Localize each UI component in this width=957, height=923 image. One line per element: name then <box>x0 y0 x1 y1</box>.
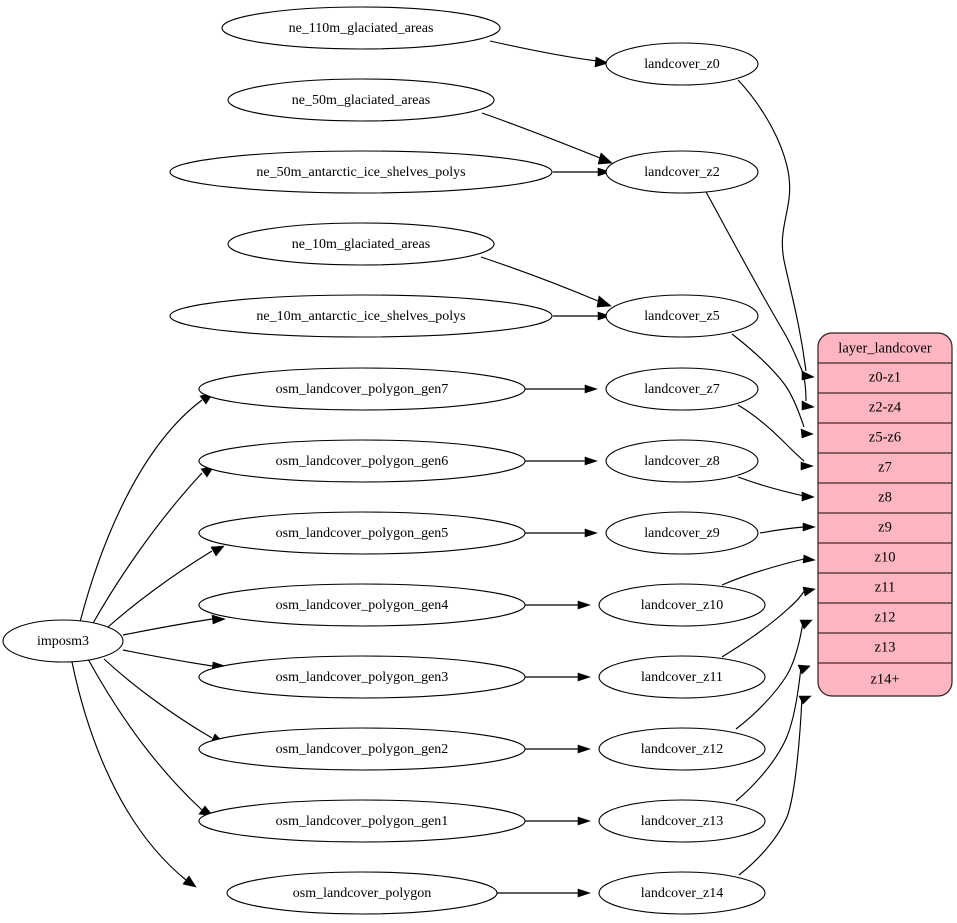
layer-landcover-table[interactable]: layer_landcover z0-z1 z2-z4 z5-z6 z7 z8 … <box>817 332 953 697</box>
node-landcover-z14-label: landcover_z14 <box>641 886 723 901</box>
node-landcover-z10[interactable]: landcover_z10 <box>598 583 766 627</box>
edge-imposm3-to-gen5 <box>107 545 225 628</box>
layer-table-row-z13[interactable]: z13 <box>875 639 896 655</box>
edge-imposm3-to-gen7 <box>79 392 214 623</box>
layer-table-row-z2-z4[interactable]: z2-z4 <box>869 399 902 415</box>
edge-z7-to-row-z7 <box>737 404 814 471</box>
node-ne-50m-glaciated-areas[interactable]: ne_50m_glaciated_areas <box>227 78 495 122</box>
edge-z14-to-row-z14plus <box>738 695 812 876</box>
edge-gen5-to-z9 <box>525 528 598 538</box>
node-landcover-z2[interactable]: landcover_z2 <box>605 150 759 194</box>
edge-imposm3-to-gen3 <box>122 649 226 671</box>
node-osm-landcover-polygon-gen2[interactable]: osm_landcover_polygon_gen2 <box>198 727 526 771</box>
edge-z5-to-row-z5z6 <box>731 333 814 439</box>
node-ne-10m-glaciated-areas[interactable]: ne_10m_glaciated_areas <box>227 222 495 266</box>
edge-ne10m-glac-to-z5 <box>480 256 612 308</box>
node-ne-50m-glaciated-areas-label: ne_50m_glaciated_areas <box>292 93 430 108</box>
edge-z10-to-row-z10 <box>721 554 816 586</box>
layer-table-header: layer_landcover <box>838 340 932 356</box>
node-osm-landcover-polygon-gen3-label: osm_landcover_polygon_gen3 <box>276 670 449 685</box>
layer-table-row-z0-z1[interactable]: z0-z1 <box>869 369 901 385</box>
node-imposm3-label: imposm3 <box>37 634 89 649</box>
edge-z12-to-row-z12 <box>735 619 813 730</box>
node-landcover-z11[interactable]: landcover_z11 <box>598 655 766 699</box>
node-landcover-z8-label: landcover_z8 <box>644 454 719 469</box>
edge-z2-to-row-z2z4 <box>704 189 815 411</box>
edge-gen7-to-z7 <box>525 384 598 394</box>
edge-gen4-to-z10 <box>525 600 591 610</box>
layer-table-row-z14plus[interactable]: z14+ <box>870 671 899 687</box>
edge-z9-to-row-z9 <box>759 522 816 534</box>
layer-table-row-z10[interactable]: z10 <box>875 549 896 565</box>
layer-table-row-z8[interactable]: z8 <box>878 489 892 505</box>
node-landcover-z2-label: landcover_z2 <box>644 165 719 180</box>
edge-ne10m-antarctic-to-z5 <box>552 311 611 321</box>
edge-gen3-to-z11 <box>525 672 591 682</box>
edge-z8-to-row-z8 <box>737 476 815 502</box>
edge-z13-to-row-z13 <box>735 664 811 802</box>
edge-gen6-to-z8 <box>525 456 598 466</box>
layer-table-row-z12[interactable]: z12 <box>875 609 896 625</box>
node-osm-landcover-polygon[interactable]: osm_landcover_polygon <box>226 871 498 915</box>
node-ne-10m-antarctic-ice-shelves-polys-label: ne_10m_antarctic_ice_shelves_polys <box>256 309 465 324</box>
node-landcover-z10-label: landcover_z10 <box>641 598 723 613</box>
node-landcover-z7[interactable]: landcover_z7 <box>605 367 759 411</box>
layer-table-row-z11[interactable]: z11 <box>875 579 895 595</box>
node-landcover-z13[interactable]: landcover_z13 <box>598 799 766 843</box>
node-osm-landcover-polygon-gen7-label: osm_landcover_polygon_gen7 <box>276 382 449 397</box>
edge-imposm3-to-osmpoly <box>71 661 197 888</box>
node-landcover-z14[interactable]: landcover_z14 <box>598 871 766 915</box>
node-ne-110m-glaciated-areas[interactable]: ne_110m_glaciated_areas <box>221 6 501 50</box>
node-osm-landcover-polygon-gen6-label: osm_landcover_polygon_gen6 <box>276 454 449 469</box>
node-landcover-z0[interactable]: landcover_z0 <box>605 42 759 86</box>
edge-ne50m-antarctic-to-z2 <box>552 167 611 177</box>
node-osm-landcover-polygon-gen7[interactable]: osm_landcover_polygon_gen7 <box>198 367 526 411</box>
node-osm-landcover-polygon-label: osm_landcover_polygon <box>293 886 431 901</box>
node-landcover-z12-label: landcover_z12 <box>641 742 723 757</box>
edge-imposm3-to-gen4 <box>122 614 226 636</box>
node-osm-landcover-polygon-gen5-label: osm_landcover_polygon_gen5 <box>276 526 449 541</box>
node-ne-50m-antarctic-ice-shelves-polys-label: ne_50m_antarctic_ice_shelves_polys <box>256 165 465 180</box>
edge-z0-to-row-z0z1 <box>737 79 815 381</box>
node-osm-landcover-polygon-gen1[interactable]: osm_landcover_polygon_gen1 <box>198 799 526 843</box>
edge-gen2-to-z12 <box>524 744 591 754</box>
node-landcover-z12[interactable]: landcover_z12 <box>598 727 766 771</box>
node-landcover-z9[interactable]: landcover_z9 <box>605 511 759 555</box>
node-osm-landcover-polygon-gen4-label: osm_landcover_polygon_gen4 <box>276 598 449 613</box>
layer-table-row-z9[interactable]: z9 <box>878 519 892 535</box>
node-osm-landcover-polygon-gen1-label: osm_landcover_polygon_gen1 <box>276 814 449 829</box>
node-landcover-z5[interactable]: landcover_z5 <box>605 294 759 338</box>
node-landcover-z13-label: landcover_z13 <box>641 814 723 829</box>
node-landcover-z5-label: landcover_z5 <box>644 309 719 324</box>
edge-ne110m-to-z0 <box>489 40 609 68</box>
edge-ne50m-glac-to-z2 <box>481 112 613 165</box>
edge-imposm3-to-gen6 <box>91 465 215 626</box>
node-osm-landcover-polygon-gen2-label: osm_landcover_polygon_gen2 <box>276 742 449 757</box>
edge-imposm3-to-gen1 <box>87 658 214 817</box>
node-ne-50m-antarctic-ice-shelves-polys[interactable]: ne_50m_antarctic_ice_shelves_polys <box>169 150 553 194</box>
node-ne-10m-glaciated-areas-label: ne_10m_glaciated_areas <box>292 237 430 252</box>
node-osm-landcover-polygon-gen6[interactable]: osm_landcover_polygon_gen6 <box>198 439 526 483</box>
node-landcover-z0-label: landcover_z0 <box>644 57 719 72</box>
node-imposm3[interactable]: imposm3 <box>2 619 124 663</box>
layer-table-row-z7[interactable]: z7 <box>878 459 892 475</box>
node-landcover-z8[interactable]: landcover_z8 <box>605 439 759 483</box>
edge-osmpoly-to-z14 <box>496 888 591 898</box>
node-landcover-z9-label: landcover_z9 <box>644 526 719 541</box>
edge-gen1-to-z13 <box>525 816 591 826</box>
edge-z11-to-row-z11 <box>721 586 816 658</box>
edges-layer <box>71 40 816 898</box>
node-ne-10m-antarctic-ice-shelves-polys[interactable]: ne_10m_antarctic_ice_shelves_polys <box>169 294 553 338</box>
node-landcover-z7-label: landcover_z7 <box>644 382 719 397</box>
layer-table-row-z5-z6[interactable]: z5-z6 <box>869 429 901 445</box>
node-osm-landcover-polygon-gen5[interactable]: osm_landcover_polygon_gen5 <box>198 511 526 555</box>
node-osm-landcover-polygon-gen3[interactable]: osm_landcover_polygon_gen3 <box>198 655 526 699</box>
node-osm-landcover-polygon-gen4[interactable]: osm_landcover_polygon_gen4 <box>198 583 526 627</box>
node-landcover-z11-label: landcover_z11 <box>641 670 723 685</box>
node-ne-110m-glaciated-areas-label: ne_110m_glaciated_areas <box>289 21 434 36</box>
